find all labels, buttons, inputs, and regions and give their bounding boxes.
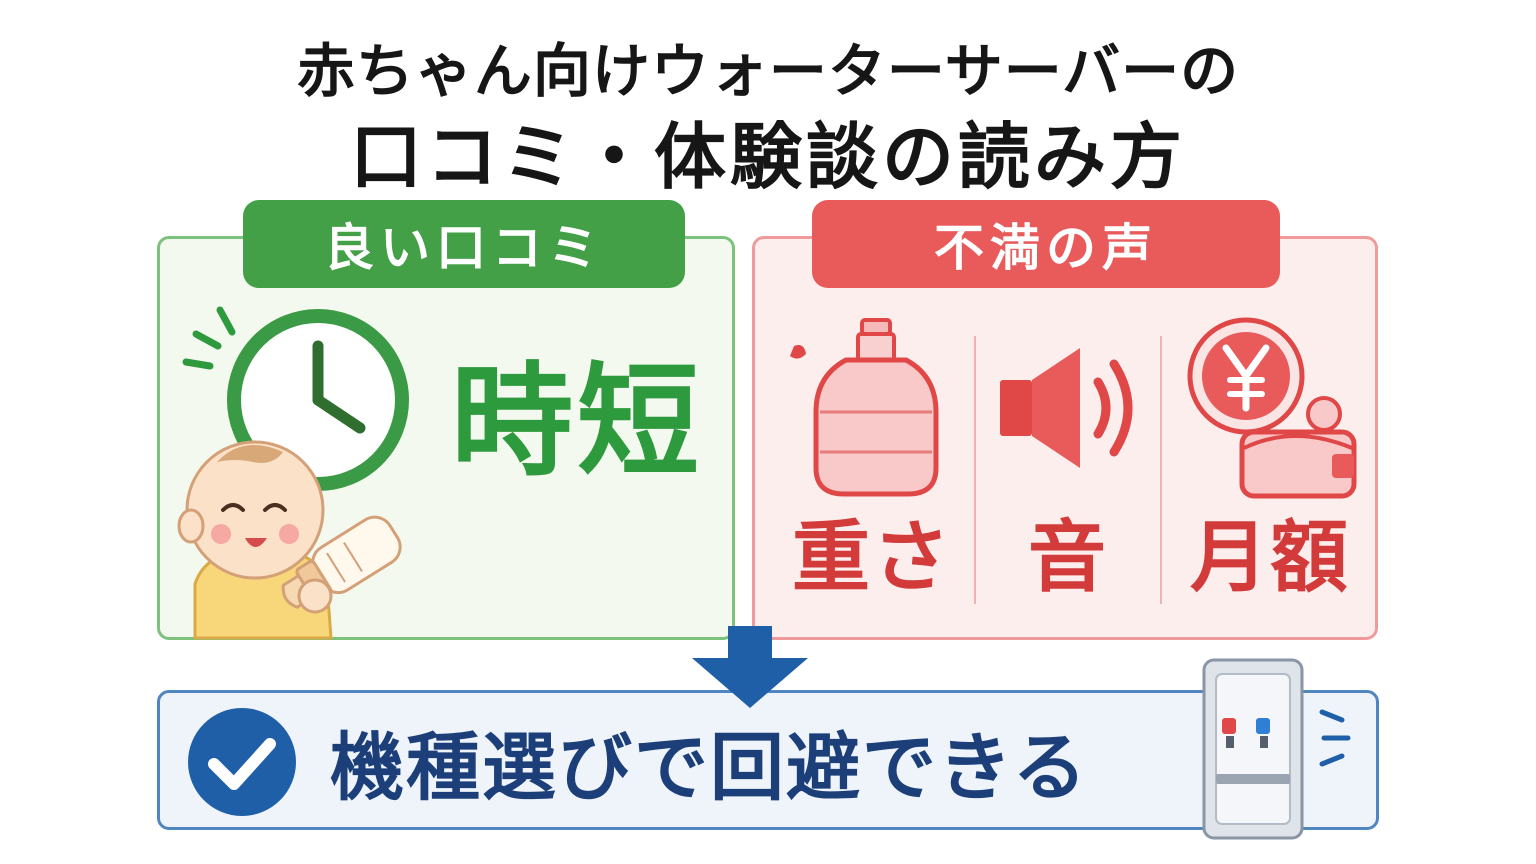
good-reviews-label: 良い口コミ xyxy=(243,200,685,288)
complaint-weight: 重さ xyxy=(791,513,952,603)
result-box xyxy=(157,690,1379,830)
complaints-divider-2 xyxy=(1160,336,1162,604)
down-arrow-icon xyxy=(692,626,808,708)
result-text: 機種選びで回避できる xyxy=(330,725,1089,811)
complaint-monthly-fee: 月額 xyxy=(1189,513,1350,603)
title-line-2: 口コミ・体験談の読み方 xyxy=(349,115,1186,199)
complaints-divider-1 xyxy=(974,336,976,604)
speaker-icon xyxy=(1000,348,1133,468)
good-point-text: 時短 xyxy=(451,351,703,493)
water-server-icon xyxy=(1202,658,1351,840)
title-line-1: 赤ちゃん向けウォーターサーバーの xyxy=(296,37,1240,105)
water-bottle-icon xyxy=(790,318,939,497)
checkmark-icon xyxy=(188,708,296,816)
yen-wallet-icon xyxy=(1187,317,1357,499)
complaints-label: 不満の声 xyxy=(812,200,1280,288)
complaint-noise: 音 xyxy=(1027,513,1108,603)
baby-with-bottle-icon xyxy=(177,440,402,640)
